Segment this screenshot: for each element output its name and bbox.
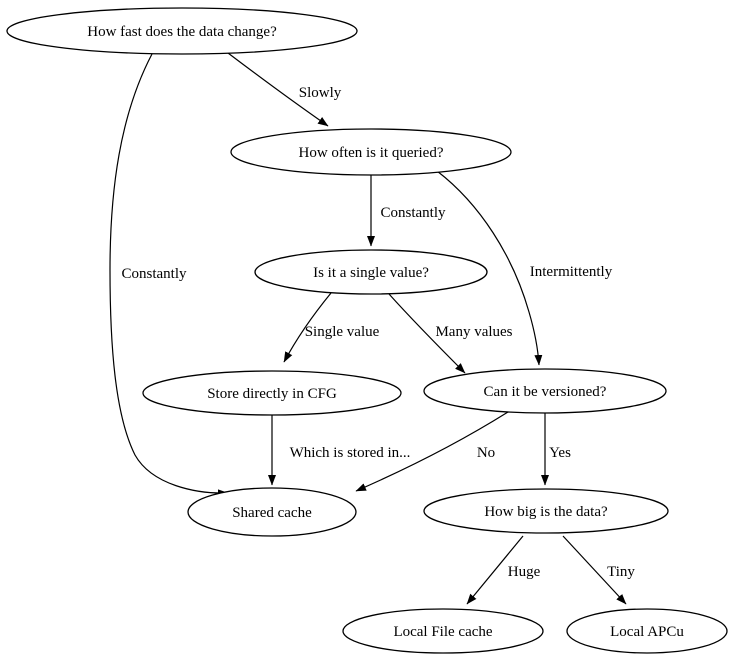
- node-local-apcu: [566, 608, 728, 654]
- edge-is-single-value-to-can-be-versioned: [388, 293, 466, 374]
- edge-label-store-directly-cfg-to-shared-cache: Which is stored in...: [290, 445, 411, 461]
- edge-is-single-value-to-store-directly-cfg: [283, 292, 332, 363]
- node-shared-cache: [187, 487, 357, 537]
- edge-label-how-big-data-to-local-apcu: Tiny: [607, 564, 635, 580]
- edge-how-fast-data-change-to-how-often-queried: [227, 52, 329, 127]
- edge-label-how-often-queried-to-can-be-versioned: Intermittently: [530, 264, 613, 280]
- edge-how-big-data-to-local-file-cache: [466, 535, 524, 605]
- node-label-local-apcu: Local APCu: [610, 624, 684, 640]
- node-how-big-data: [423, 488, 669, 534]
- edge-label-is-single-value-to-store-directly-cfg: Single value: [305, 324, 380, 340]
- edge-label-can-be-versioned-to-how-big-data: Yes: [549, 445, 571, 461]
- node-label-how-often-queried: How often is it queried?: [299, 145, 444, 161]
- edge-how-often-queried-to-can-be-versioned: [436, 170, 543, 366]
- node-can-be-versioned: [423, 368, 667, 414]
- edge-label-how-big-data-to-local-file-cache: Huge: [508, 564, 541, 580]
- node-label-is-single-value: Is it a single value?: [313, 265, 429, 281]
- node-label-local-file-cache: Local File cache: [393, 624, 492, 640]
- node-label-how-big-data: How big is the data?: [484, 504, 608, 520]
- node-label-shared-cache: Shared cache: [232, 505, 312, 521]
- edge-label-can-be-versioned-to-shared-cache: No: [477, 445, 495, 461]
- edge-label-how-fast-data-change-to-shared-cache: Constantly: [121, 266, 187, 282]
- node-label-can-be-versioned: Can it be versioned?: [484, 384, 607, 400]
- node-is-single-value: [254, 249, 488, 295]
- node-how-fast-data-change: [6, 7, 358, 55]
- node-store-directly-cfg: [142, 370, 402, 416]
- edge-how-fast-data-change-to-shared-cache: [109, 53, 229, 498]
- nodes-layer: How fast does the data change? How often …: [6, 7, 728, 654]
- node-label-store-directly-cfg: Store directly in CFG: [207, 386, 337, 402]
- node-label-how-fast-data-change: How fast does the data change?: [87, 24, 277, 40]
- edge-how-big-data-to-local-apcu: [562, 535, 627, 605]
- edge-label-is-single-value-to-can-be-versioned: Many values: [435, 324, 512, 340]
- node-how-often-queried: [230, 128, 512, 176]
- edge-can-be-versioned-to-shared-cache: [355, 411, 509, 492]
- node-local-file-cache: [342, 608, 544, 654]
- edge-label-how-often-queried-to-is-single-value: Constantly: [380, 205, 446, 221]
- edge-label-how-fast-data-change-to-how-often-queried: Slowly: [299, 85, 342, 101]
- edges-layer: SlowlyConstantlyConstantlyIntermittently…: [109, 52, 635, 605]
